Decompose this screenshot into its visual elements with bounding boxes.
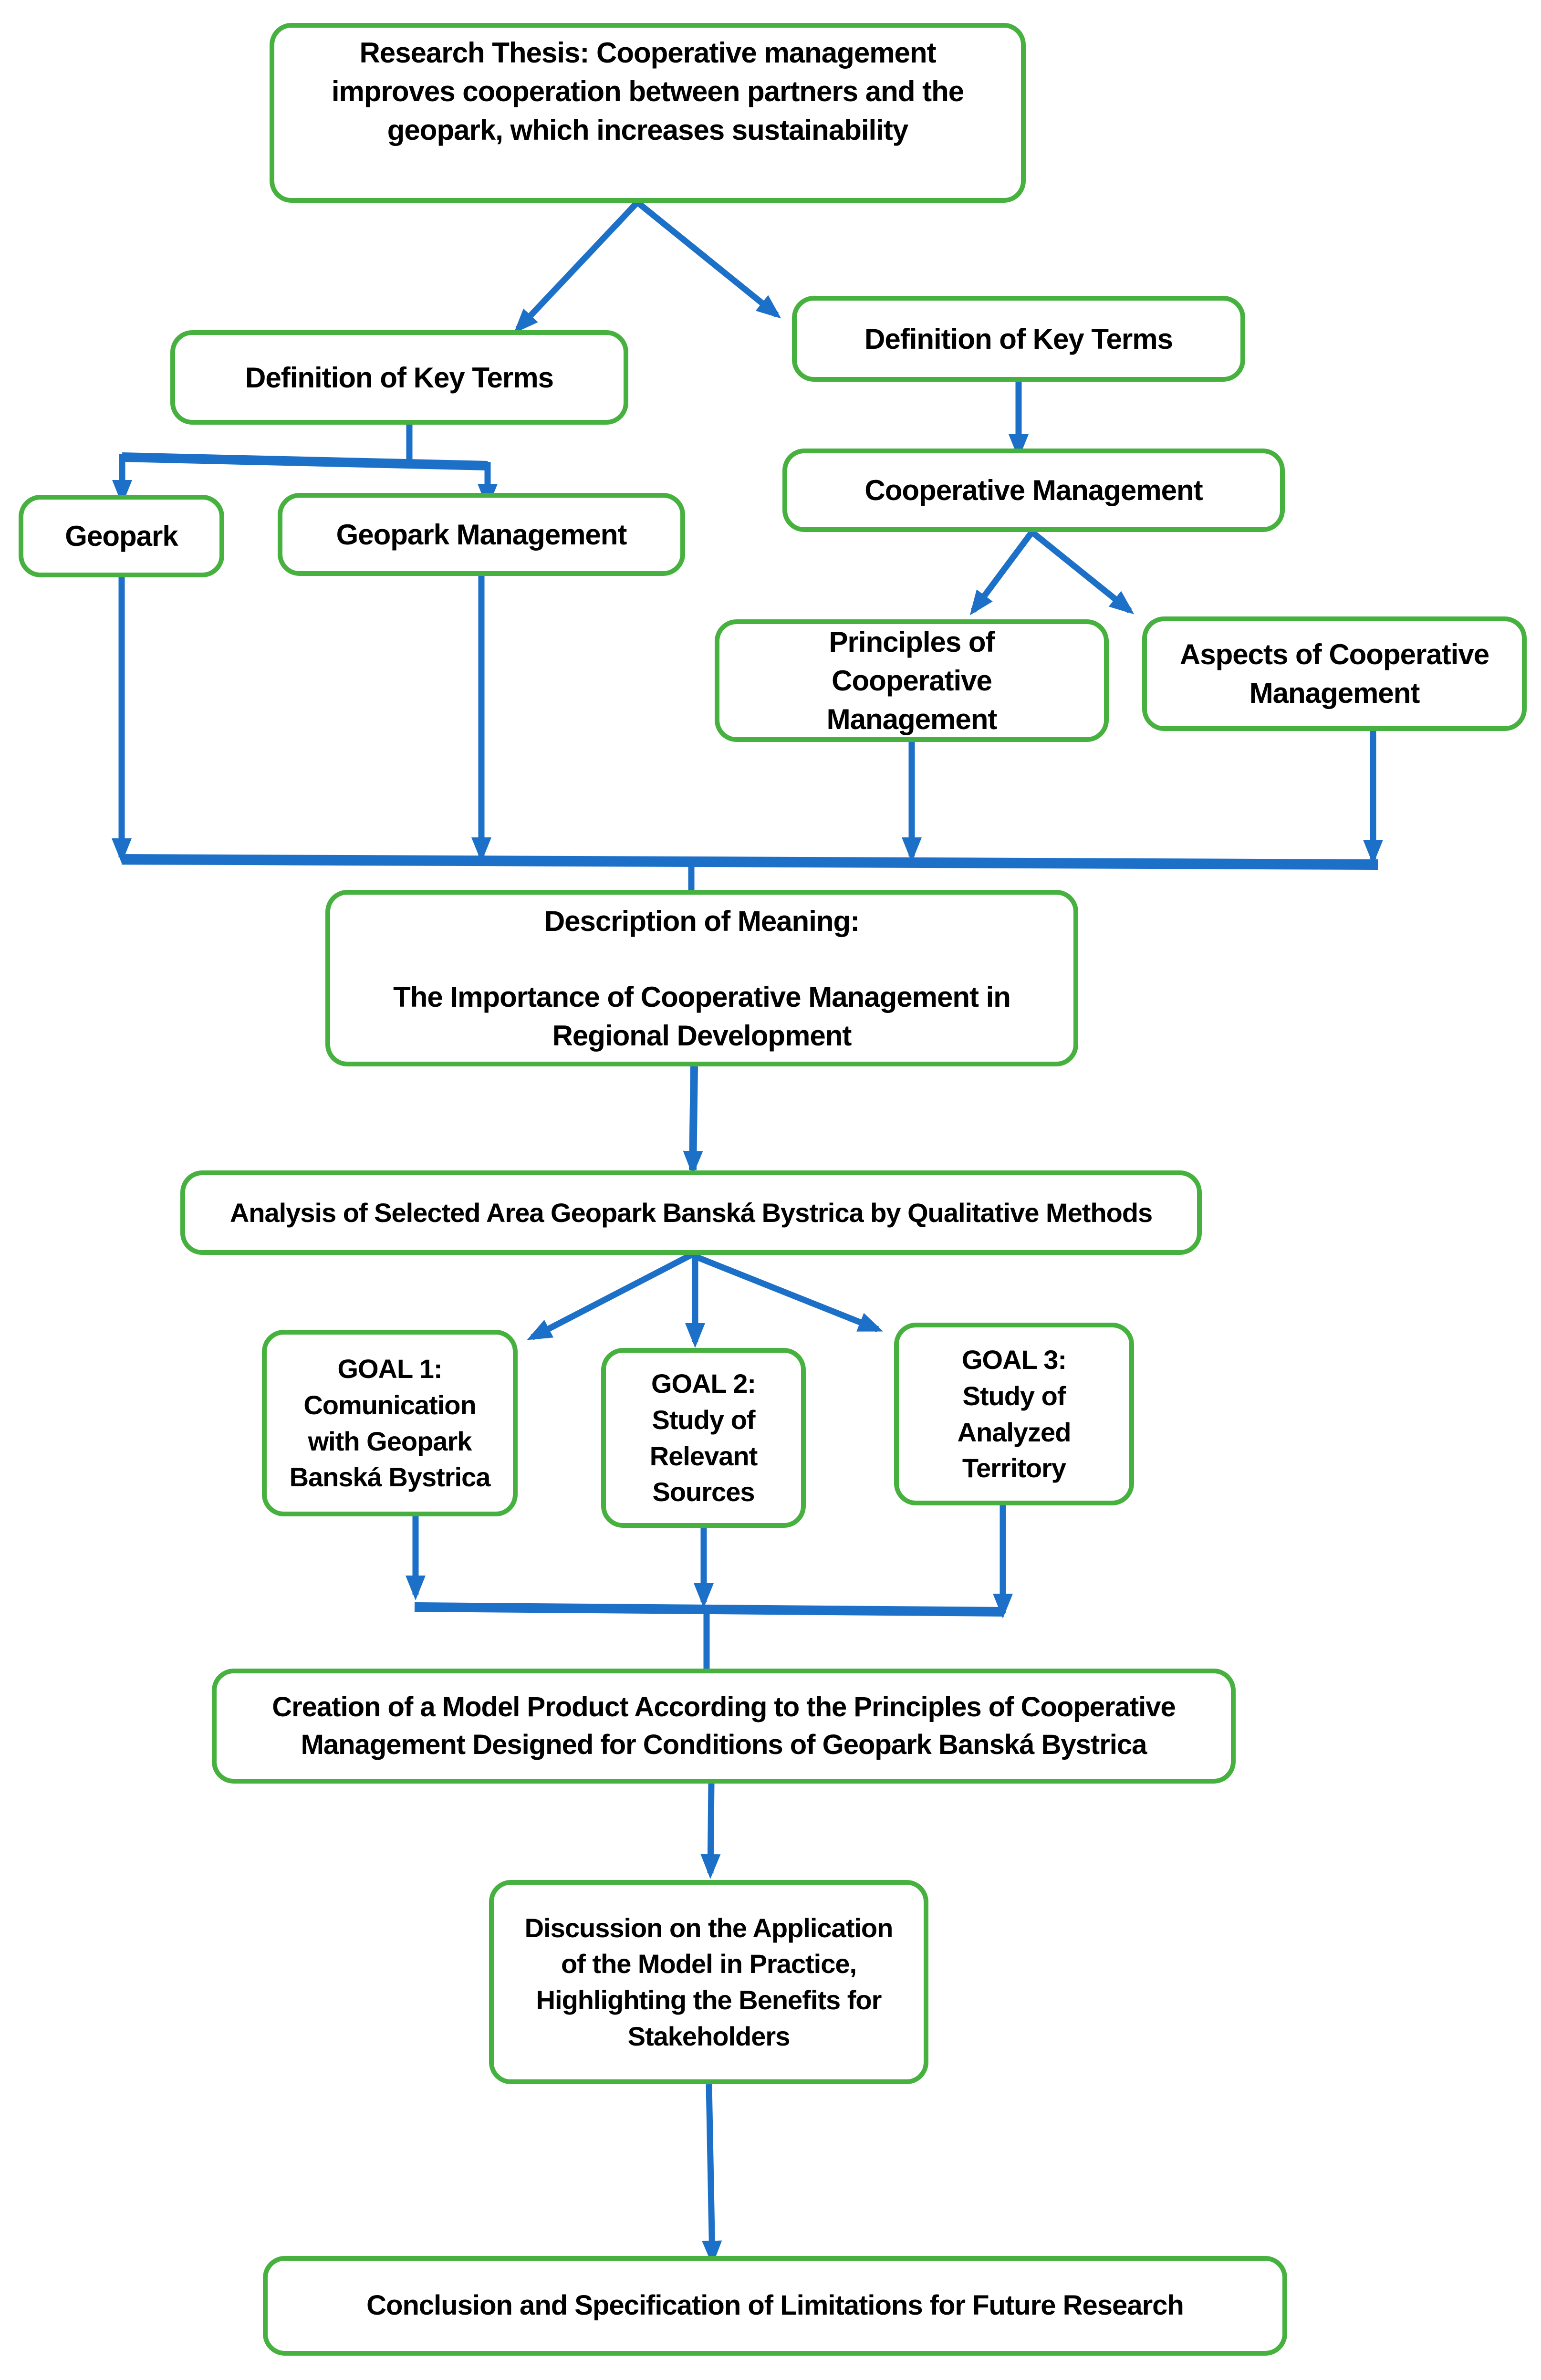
definition-left-label: Definition of Key Terms [245,361,554,394]
principles-label: Principles of Cooperative Management [826,626,998,735]
node-creation-model-product: Creation of a Model Product According to… [212,1669,1236,1784]
node-goal-2: GOAL 2: Study of Relevant Sources [601,1348,806,1528]
analysis-label: Analysis of Selected Area Geopark Banská… [229,1197,1153,1228]
node-description-of-meaning: Description of Meaning: The Importance o… [325,890,1078,1066]
arrow-discussion-to-conclusion [702,2084,722,2265]
node-aspects-of-cooperative-management: Aspects of Cooperative Management [1142,616,1527,731]
node-goal-3: GOAL 3: Study of Analyzed Territory [894,1323,1134,1505]
research-thesis-label: Research Thesis: Cooperative management … [331,37,964,146]
description-body: The Importance of Cooperative Management… [393,981,1011,1052]
connector-main-collector-bar [121,854,1378,870]
definition-right-label: Definition of Key Terms [864,323,1173,355]
goal1-title: GOAL 1: [337,1354,442,1384]
node-principles-of-cooperative-management: Principles of Cooperative Management [715,619,1109,742]
arrow-cooperative-to-aspects [1030,529,1135,615]
node-conclusion-limitations: Conclusion and Specification of Limitati… [263,2256,1287,2356]
discussion-label: Discussion on the Application of the Mod… [524,1912,894,2051]
cooperative-management-label: Cooperative Management [864,474,1203,506]
arrow-research-to-definition-right [635,199,781,319]
aspects-label: Aspects of Cooperative Management [1179,638,1489,709]
arrow-cooperative-to-principles [969,530,1035,616]
node-geopark-management: Geopark Management [278,493,685,576]
arrow-creation-to-discussion [700,1783,721,1879]
node-discussion-application: Discussion on the Application of the Mod… [489,1880,928,2084]
node-definition-key-terms-right: Definition of Key Terms [792,296,1245,382]
node-geopark: Geopark [19,495,224,577]
arrow-research-to-definition-left [513,200,640,334]
node-definition-key-terms-left: Definition of Key Terms [170,330,628,425]
goal3-title: GOAL 3: [961,1345,1067,1375]
geopark-label: Geopark [65,520,178,552]
connector-split-bar-left [122,452,488,470]
node-goal-1: GOAL 1: Comunication with Geopark Banská… [262,1330,518,1516]
description-title: Description of Meaning: [544,905,860,937]
arrow-description-to-analysis [683,1066,703,1176]
node-research-thesis: Research Thesis: Cooperative management … [270,23,1026,203]
goal1-body: Comunication with Geopark Banská Bystric… [289,1389,491,1493]
arrow-analysis-to-goal3 [690,1252,884,1333]
geopark-management-label: Geopark Management [336,518,627,551]
goal2-body: Study of Relevant Sources [649,1404,758,1507]
node-cooperative-management: Cooperative Management [782,449,1285,532]
arrow-analysis-to-goal1 [527,1252,693,1340]
node-analysis-qualitative-methods: Analysis of Selected Area Geopark Banská… [180,1170,1202,1255]
goal3-body: Study of Analyzed Territory [957,1380,1072,1483]
goal2-title: GOAL 2: [651,1368,756,1399]
creation-label: Creation of a Model Product According to… [272,1691,1176,1760]
conclusion-label: Conclusion and Specification of Limitati… [366,2290,1184,2321]
